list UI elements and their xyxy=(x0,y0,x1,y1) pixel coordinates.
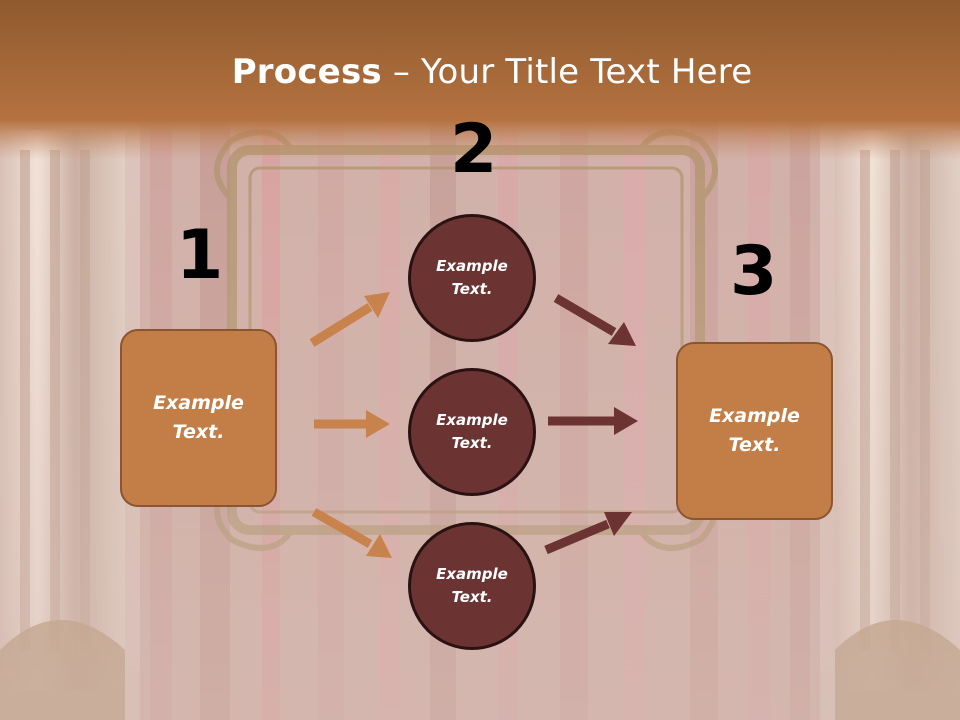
circle-bottom-line2: Text. xyxy=(451,588,493,606)
header-band xyxy=(0,0,960,160)
circle-top-line2: Text. xyxy=(451,280,493,298)
arrow-left-up xyxy=(309,292,390,347)
circle-bottom-line1: Example xyxy=(436,565,508,583)
arrow-left-down xyxy=(311,508,392,558)
step-number-3: 3 xyxy=(730,232,778,311)
arrow-right-middle xyxy=(548,407,638,435)
step-number-2: 2 xyxy=(450,110,498,189)
circle-middle-line1: Example xyxy=(436,411,508,429)
arrow-right-down xyxy=(553,294,636,346)
step-1-text-line2: Text. xyxy=(172,421,225,443)
step-3-text-line2: Text. xyxy=(728,434,781,456)
title-rest: – Your Title Text Here xyxy=(381,52,753,92)
step-3-text-line1: Example xyxy=(709,405,800,427)
slide-title: Process – Your Title Text Here xyxy=(0,52,960,92)
title-bold: Process xyxy=(231,52,382,92)
arrow-left-middle xyxy=(314,410,390,438)
circle-top-line1: Example xyxy=(436,257,508,275)
step-number-1: 1 xyxy=(176,216,224,295)
circle-middle-line2: Text. xyxy=(451,434,493,452)
step-1-text-line1: Example xyxy=(153,392,244,414)
arrow-right-up xyxy=(544,512,632,555)
